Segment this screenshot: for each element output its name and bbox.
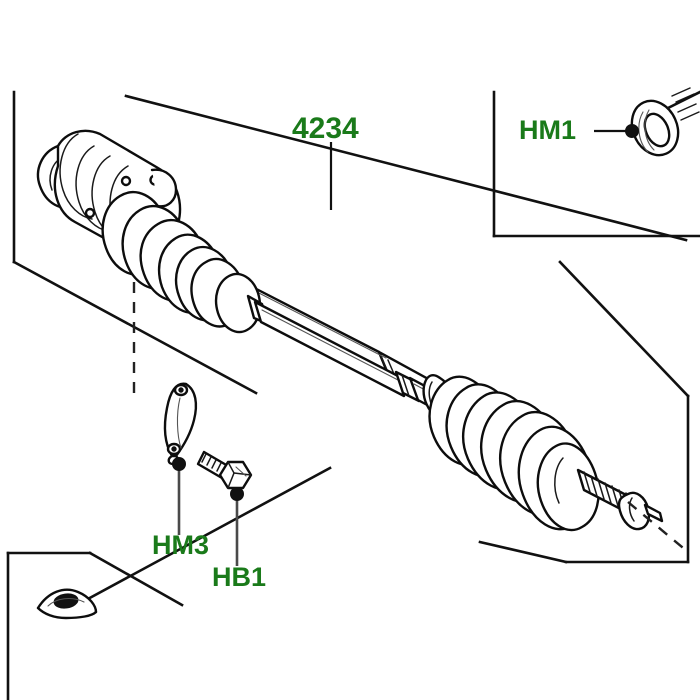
inboard-cv-joint-boot bbox=[36, 129, 270, 334]
main-diagram-frame bbox=[12, 90, 690, 602]
leader-lines bbox=[172, 124, 639, 566]
hm1-inset-frame bbox=[492, 90, 700, 238]
alignment-dashed-lines bbox=[132, 282, 689, 553]
leader-dot-hb1 bbox=[230, 487, 244, 501]
label-assembly-4234: 4234 bbox=[292, 112, 359, 145]
leader-dot-hm3 bbox=[172, 457, 186, 471]
hex-bolt bbox=[196, 450, 253, 490]
lower-left-inset-part bbox=[36, 588, 98, 620]
retaining-clip bbox=[163, 382, 198, 466]
label-hb1: HB1 bbox=[212, 562, 266, 592]
lower-left-inset-frame bbox=[6, 551, 184, 700]
outboard-cv-joint-boot bbox=[422, 374, 664, 532]
leader-dot-hm1 bbox=[625, 124, 639, 138]
seal-ring bbox=[630, 87, 700, 157]
drive-shaft-assembly bbox=[36, 129, 664, 532]
label-hm3: HM3 bbox=[152, 530, 209, 560]
label-hm1: HM1 bbox=[519, 115, 576, 145]
